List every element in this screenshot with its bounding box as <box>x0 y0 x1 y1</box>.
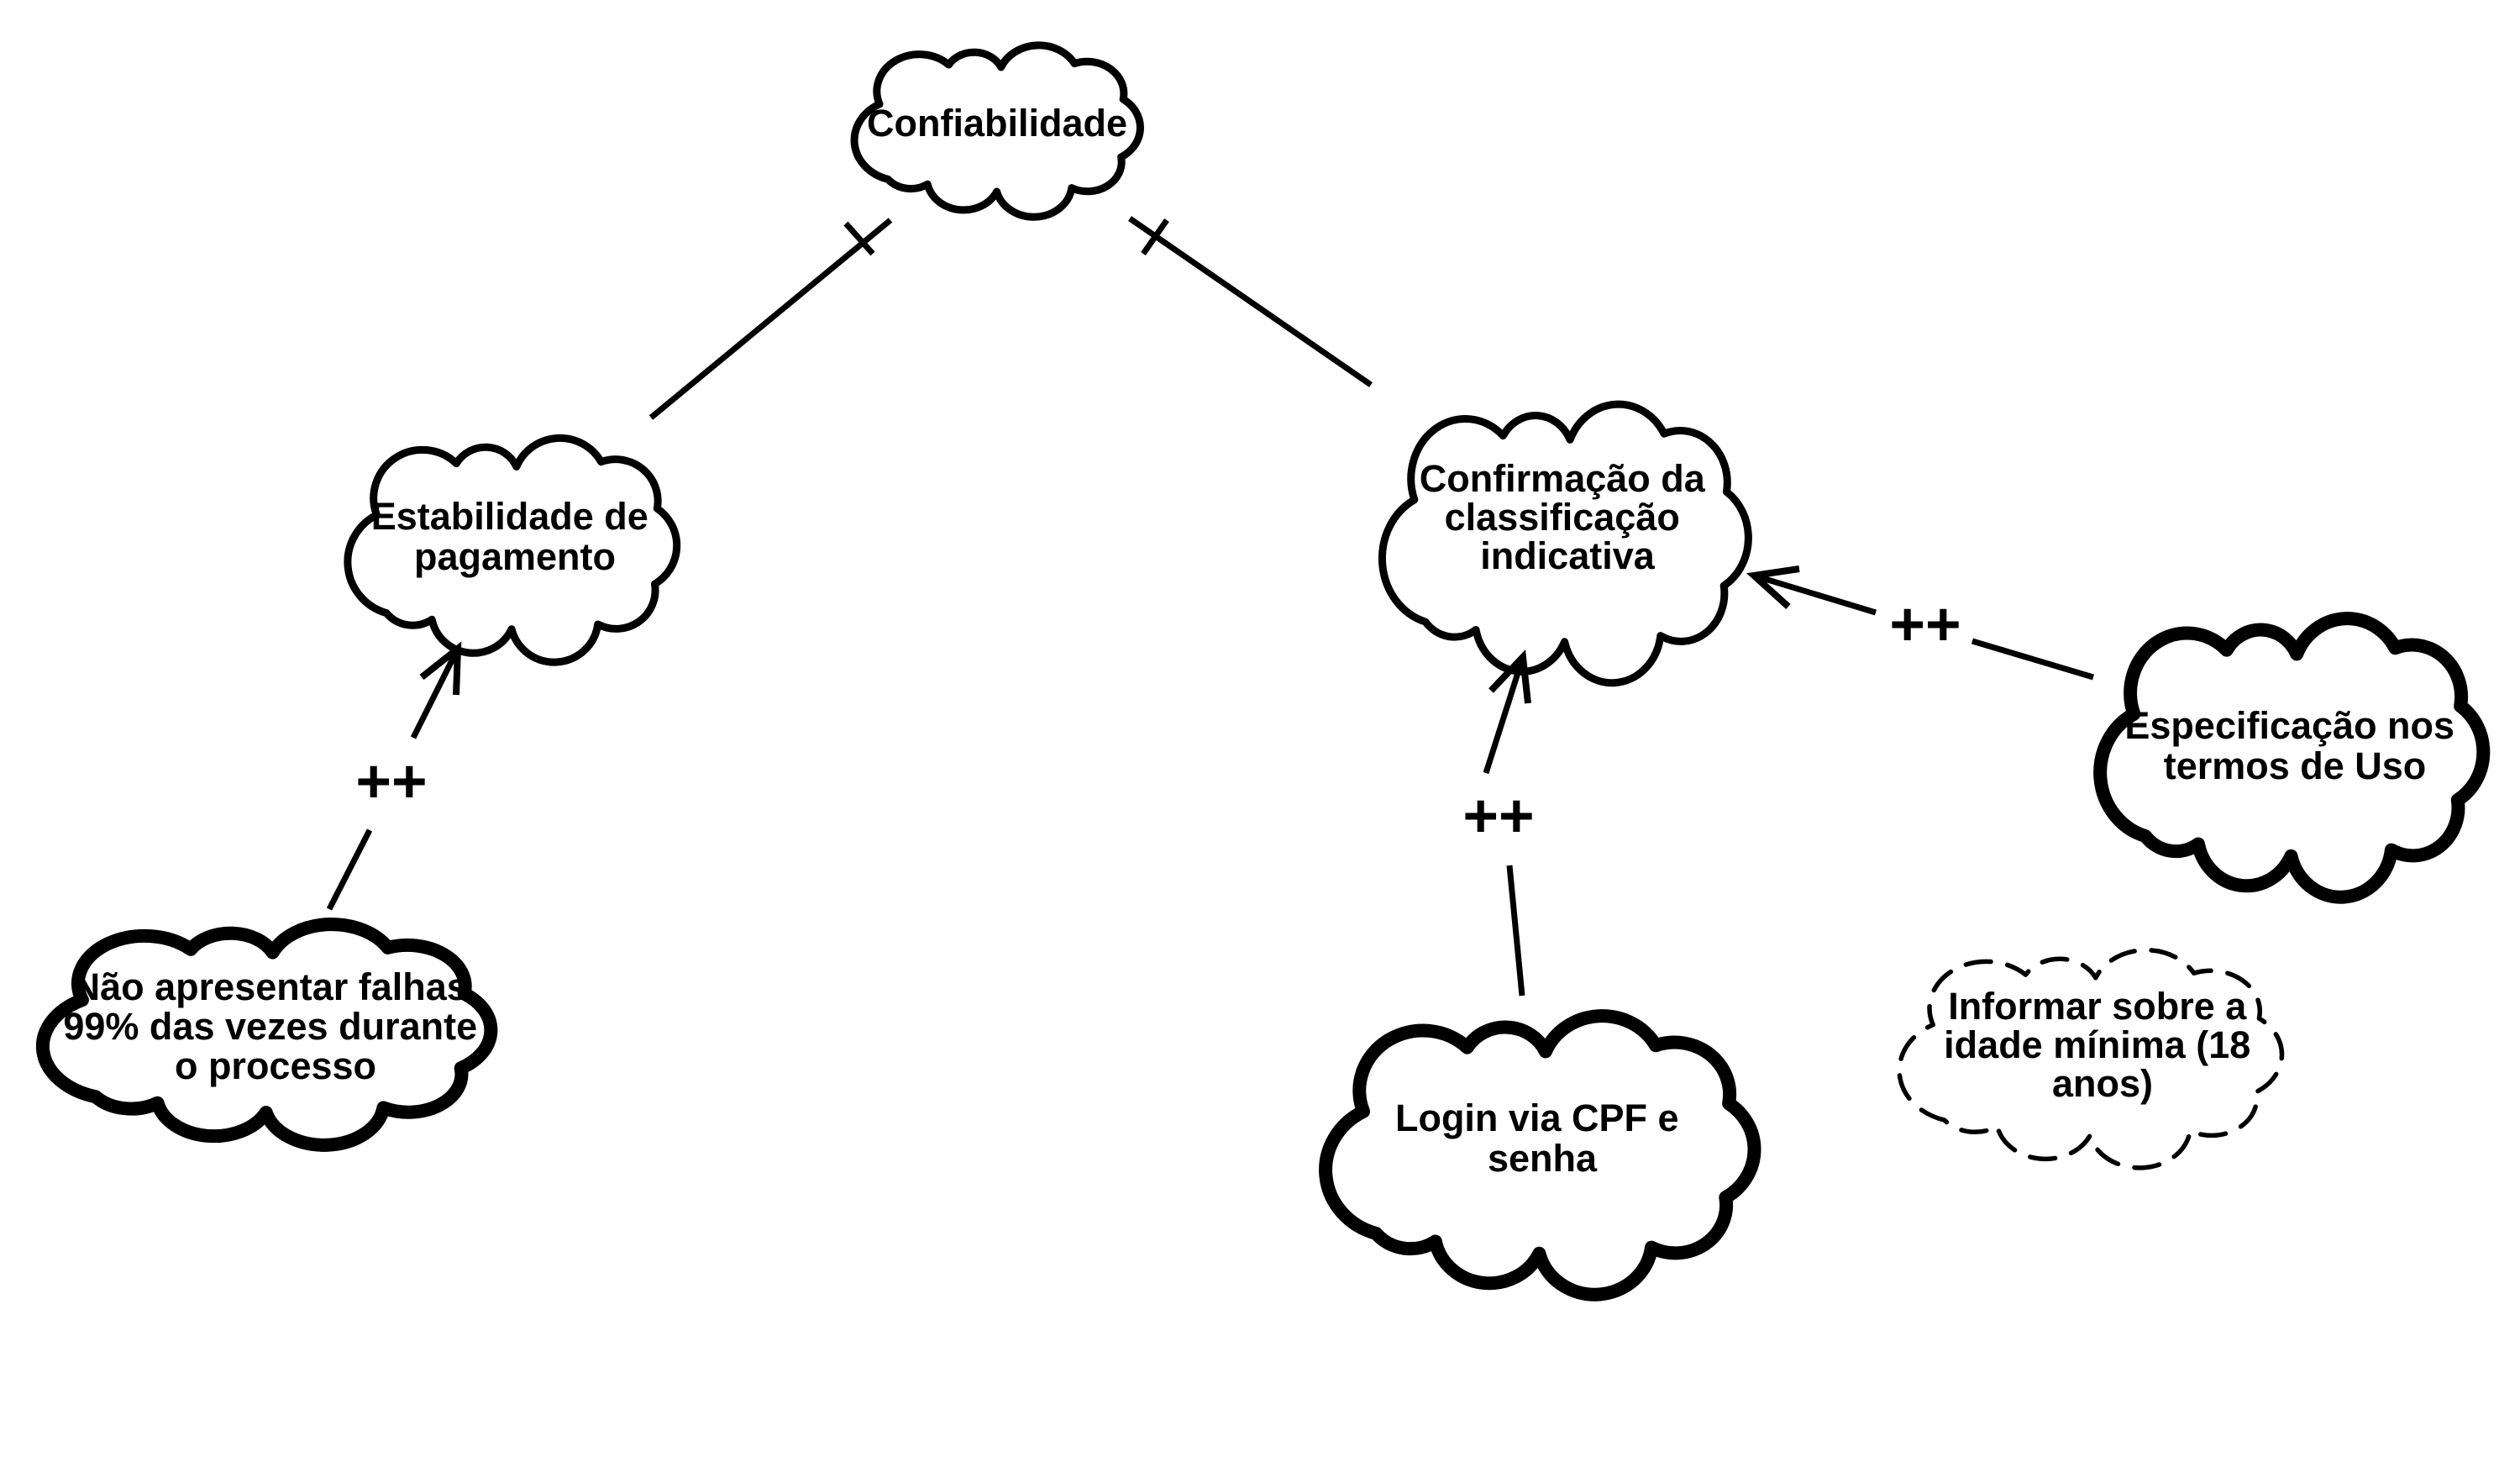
arrowhead-icon <box>1488 649 1531 704</box>
arrowhead-icon <box>419 641 462 696</box>
node-label: Login via CPF e senha <box>1395 1096 1689 1180</box>
contribution-line-segment <box>1483 655 1526 775</box>
node-informar-idade-minima[interactable]: Informar sobre a idade mínima (18 anos) <box>1899 950 2281 1168</box>
contribution-label: ++ <box>355 748 427 816</box>
link-contribution-nao-falhas-estabilidade[interactable]: ++ <box>326 641 462 911</box>
node-label: Informar sobre a idade mínima (18 anos) <box>1944 985 2261 1105</box>
node-login-cpf-senha[interactable]: Login via CPF e senha <box>1326 1016 1754 1295</box>
link-decomposition-confirmacao-confiabilidade[interactable] <box>1128 216 1373 387</box>
node-especificacao-termos[interactable]: Especificação nos termos de Uso <box>2100 618 2483 897</box>
link-decomposition-estabilidade-confiabilidade[interactable] <box>648 218 893 420</box>
decomposition-tick <box>843 221 875 256</box>
contribution-line-segment <box>1506 865 1525 997</box>
node-label: Confirmação da classificação indicativa <box>1420 457 1716 577</box>
cloud-shape <box>348 438 677 662</box>
node-confirmacao-classificacao[interactable]: Confirmação da classificação indicativa <box>1382 404 1748 683</box>
cloud-shape <box>1899 950 2281 1168</box>
decomposition-line <box>648 218 893 420</box>
contribution-label: ++ <box>1462 782 1534 850</box>
cloud-shape <box>2100 618 2483 897</box>
link-contribution-especificacao-confirmacao[interactable]: ++ <box>1746 565 2095 681</box>
cloud-shape <box>1382 404 1748 683</box>
node-label: Confiabilidade <box>867 102 1127 145</box>
node-label: Estabilidade de pagamento <box>371 495 659 578</box>
contribution-line-segment <box>326 828 373 911</box>
cloud-shape <box>43 924 491 1145</box>
node-estabilidade-pagamento[interactable]: Estabilidade de pagamento <box>348 438 677 662</box>
decomposition-tick <box>1141 218 1169 256</box>
decomposition-line <box>1128 216 1373 387</box>
contribution-line-segment <box>1752 572 1877 616</box>
node-nao-apresentar-falhas[interactable]: Não apresentar falhas 99% das vezes dura… <box>43 924 491 1145</box>
arrowhead-icon <box>1746 565 1800 609</box>
cloud-shape <box>1326 1016 1754 1295</box>
node-label: Especificação nos termos de Uso <box>2124 704 2465 787</box>
contribution-line-segment <box>1971 638 2095 681</box>
node-confiabilidade[interactable]: Confiabilidade <box>854 45 1140 217</box>
contribution-line-segment <box>410 647 461 739</box>
contribution-label: ++ <box>1889 591 1961 659</box>
cloud-shape <box>854 45 1140 217</box>
link-contribution-login-confirmacao[interactable]: ++ <box>1462 649 1535 997</box>
node-label: Não apresentar falhas 99% das vezes dura… <box>63 965 487 1087</box>
